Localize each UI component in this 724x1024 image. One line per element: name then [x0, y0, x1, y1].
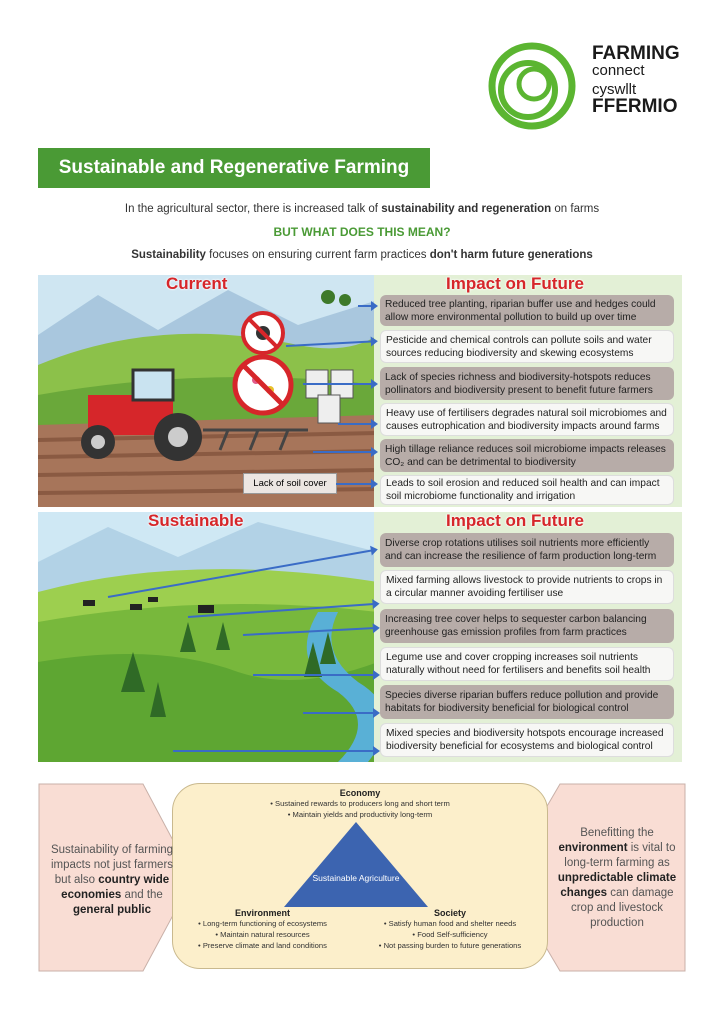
- right-note: Benefitting the environment is vital to …: [552, 826, 682, 931]
- trees-icon: [321, 290, 351, 306]
- logo-line-2: connect: [592, 62, 645, 79]
- intro-line-1: In the agricultural sector, there is inc…: [0, 203, 724, 215]
- current-heading: Current: [166, 275, 228, 293]
- sustainable-heading: Sustainable: [148, 512, 244, 530]
- current-impact-box: Leads to soil erosion and reduced soil h…: [380, 475, 674, 505]
- environment-item-text: Long-term functioning of ecosystems: [202, 919, 327, 928]
- economy-item-text: Sustained rewards to producers long and …: [275, 799, 450, 808]
- economy-item: • Sustained rewards to producers long an…: [270, 799, 450, 808]
- sustainable-panel: Sustainable Impact on Future Diverse cro…: [38, 512, 682, 762]
- note-text: Benefitting the: [580, 827, 654, 839]
- society-title: Society: [433, 908, 466, 918]
- note-emphasis: country wide economies: [61, 874, 170, 901]
- arrow-icon: [336, 479, 378, 489]
- sustainable-impact-box: Species diverse riparian buffers reduce …: [380, 685, 674, 719]
- arrow-icon: [173, 746, 380, 756]
- logo-line-3: cyswllt: [592, 81, 637, 98]
- current-impact-box: Lack of species richness and biodiversit…: [380, 367, 674, 400]
- intro-text: on farms: [551, 203, 600, 215]
- environment-item: • Long-term functioning of ecosystems: [198, 919, 327, 928]
- arrow-icon: [313, 447, 378, 457]
- society-item: • Satisfy human food and shelter needs: [383, 919, 517, 928]
- intro-emphasis: Sustainability: [131, 249, 206, 261]
- cows-icon: [83, 597, 214, 613]
- society-item: • Not passing burden to future generatio…: [378, 941, 522, 950]
- left-note: Sustainability of farming impacts not ju…: [42, 843, 182, 918]
- economy-title: Economy: [339, 788, 381, 798]
- no-flowers-icon: [232, 354, 294, 416]
- intro-emphasis: don't harm future generations: [429, 249, 593, 261]
- environment-item: • Maintain natural resources: [215, 930, 310, 939]
- logo-line-1: FARMING: [592, 43, 680, 64]
- tractor-icon: [81, 368, 202, 461]
- page-title: Sustainable and Regenerative Farming: [38, 148, 430, 188]
- note-text: and the: [121, 889, 163, 901]
- triangle-label: Sustainable Agriculture: [312, 873, 400, 883]
- no-pesticide-icon: [241, 311, 285, 355]
- sustainable-impact-box: Mixed species and biodiversity hotspots …: [380, 723, 674, 757]
- current-impact-box: Pesticide and chemical controls can poll…: [380, 330, 674, 363]
- society-item: • Food Self-sufficiency: [412, 930, 488, 939]
- lack-of-soil-cover-label: Lack of soil cover: [243, 473, 337, 494]
- current-impact-box: Heavy use of fertilisers degrades natura…: [380, 403, 674, 436]
- sustainable-impact-box: Increasing tree cover helps to sequester…: [380, 609, 674, 643]
- sustainable-farm-illustration: [38, 512, 378, 762]
- logo-line-4: FFERMIO: [592, 96, 678, 117]
- trees-icon: [121, 622, 336, 717]
- current-impact-heading: Impact on Future: [446, 275, 584, 293]
- economy-item-text: Maintain yields and productivity long-te…: [292, 810, 433, 819]
- sustainable-impact-box: Mixed farming allows livestock to provid…: [380, 570, 674, 604]
- current-panel: Current Impact on Future Reduced tree pl…: [38, 275, 682, 507]
- arrow-icon: [303, 708, 380, 718]
- note-emphasis: general public: [73, 904, 151, 916]
- intro-emphasis: sustainability and regeneration: [381, 203, 552, 215]
- current-impact-box: Reduced tree planting, riparian buffer u…: [380, 295, 674, 326]
- arrow-icon: [303, 379, 378, 389]
- sustainable-agriculture-triangle-icon: [284, 822, 428, 907]
- plough-icon: [203, 428, 308, 451]
- note-emphasis: environment: [558, 842, 628, 854]
- society-pillar: Society • Satisfy human food and shelter…: [355, 908, 545, 951]
- note-text: is vital to long-term farming as: [564, 842, 676, 869]
- economy-item: • Maintain yields and productivity long-…: [287, 810, 433, 819]
- arrow-icon: [253, 670, 380, 680]
- sustainable-impact-box: Diverse crop rotations utilises soil nut…: [380, 533, 674, 567]
- intro-text: focuses on ensuring current farm practic…: [205, 249, 430, 261]
- arrow-icon: [358, 301, 378, 311]
- environment-item-text: Preserve climate and land conditions: [202, 941, 327, 950]
- sustainable-impact-box: Legume use and cover cropping increases …: [380, 647, 674, 681]
- intro-question: BUT WHAT DOES THIS MEAN?: [273, 225, 451, 239]
- note-text: can damage crop and livestock production: [570, 887, 674, 929]
- society-item-text: Food Self-sufficiency: [417, 930, 488, 939]
- society-item-text: Not passing burden to future generations: [383, 941, 522, 950]
- left-arrow-shape-icon: [38, 783, 194, 972]
- logo-text: FARMING connect cyswllt FFERMIO: [592, 44, 680, 116]
- intro-line-3: Sustainability focuses on ensuring curre…: [0, 249, 724, 261]
- environment-pillar: Environment • Long-term functioning of e…: [175, 908, 350, 951]
- environment-title: Environment: [234, 908, 290, 918]
- note-emphasis: unpredictable climate changes: [557, 872, 677, 899]
- current-impact-box: High tillage reliance reduces soil micro…: [380, 439, 674, 472]
- environment-item: • Preserve climate and land conditions: [198, 941, 327, 950]
- sustainable-impact-heading: Impact on Future: [446, 512, 584, 530]
- environment-item-text: Maintain natural resources: [220, 930, 310, 939]
- intro-text: In the agricultural sector, there is inc…: [124, 203, 382, 215]
- society-item-text: Satisfy human food and shelter needs: [388, 919, 517, 928]
- fertiliser-bags-icon: [305, 369, 354, 424]
- note-text: Sustainability of farming impacts not ju…: [50, 844, 174, 886]
- arrow-icon: [338, 419, 378, 429]
- farming-connect-logo-icon: [488, 42, 576, 130]
- economy-pillar: Economy • Sustained rewards to producers…: [172, 788, 548, 820]
